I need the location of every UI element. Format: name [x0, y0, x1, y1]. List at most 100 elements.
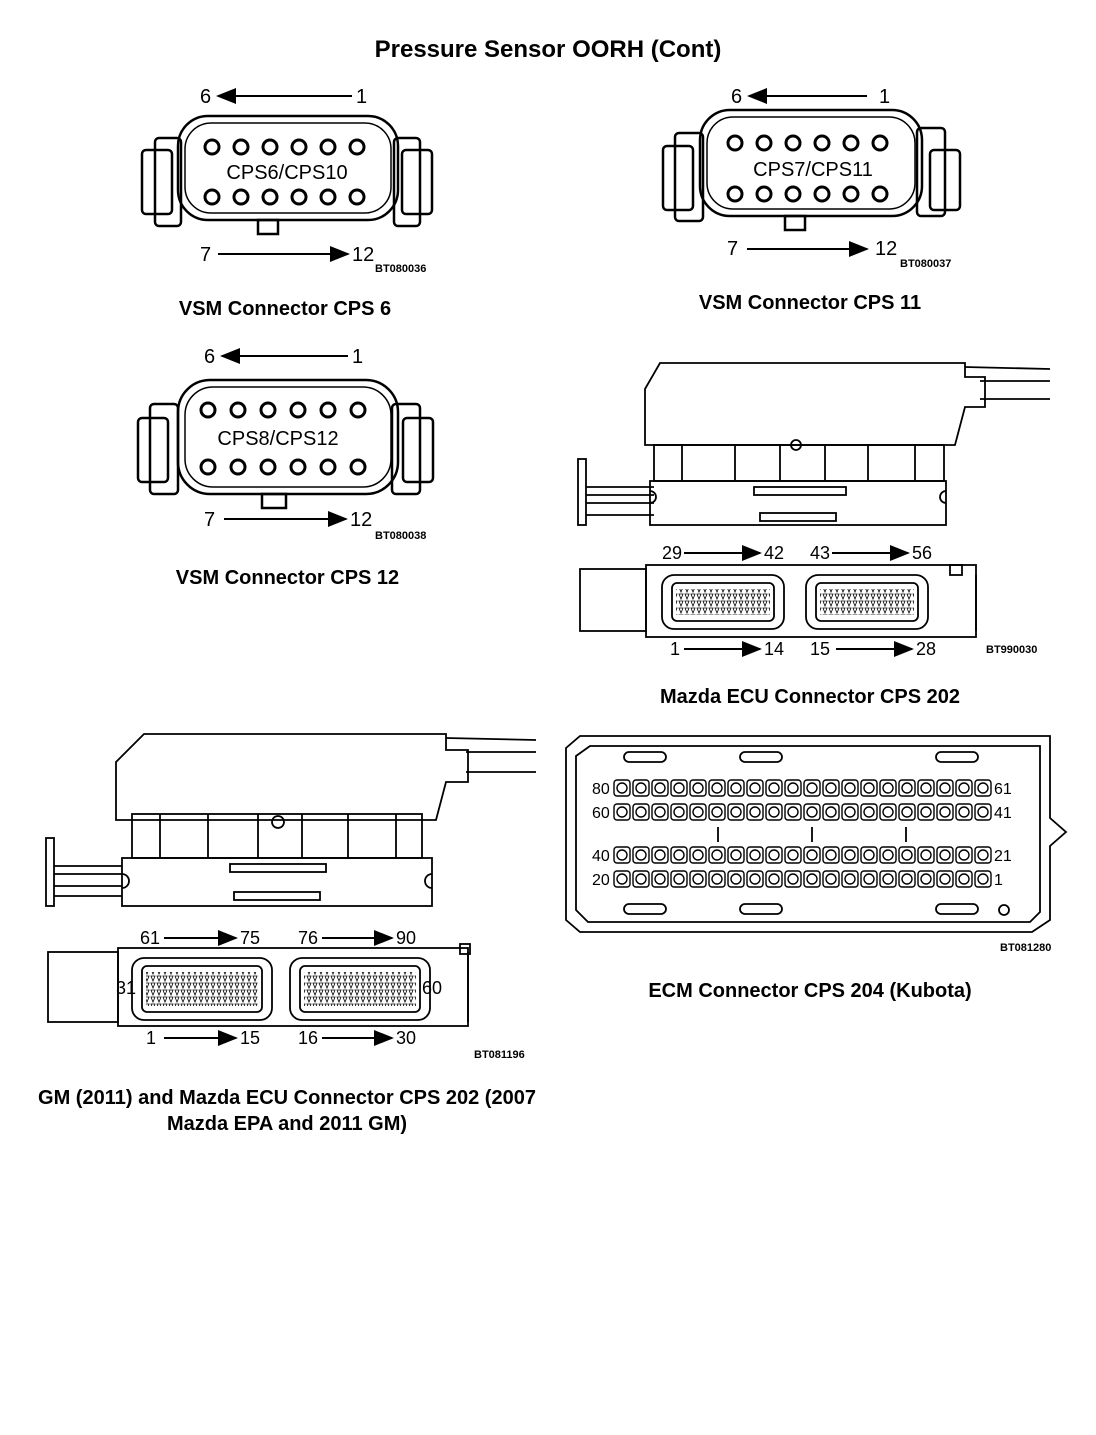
pin-label-16: 16 [298, 1028, 318, 1048]
pin-terminal [977, 873, 989, 885]
pin-cavity [803, 779, 821, 797]
pin-terminal [825, 849, 837, 861]
pin-cavity [917, 846, 935, 864]
pin-terminal [768, 806, 780, 818]
pin-label-6: 6 [204, 346, 215, 368]
pin-cavity [613, 803, 631, 821]
pin-cavity [860, 779, 878, 797]
pin-terminal [692, 806, 704, 818]
connector-label: CPS6/CPS10 [226, 162, 347, 184]
pin-cavity [632, 870, 650, 888]
pin-label-43: 43 [810, 543, 830, 563]
pin-terminal [749, 873, 761, 885]
pin-cavity [974, 779, 992, 797]
pin-terminal [616, 806, 628, 818]
pin-label-1: 1 [352, 346, 363, 368]
pin-terminal [939, 873, 951, 885]
pin-terminal [825, 806, 837, 818]
pin-cavity [822, 779, 840, 797]
connector-cps6-diagram: 6 1 CPS6/CPS10 7 12 BT080036 [140, 86, 434, 275]
pin-cavity [803, 846, 821, 864]
pin-terminal [711, 849, 723, 861]
pin-cavity [708, 803, 726, 821]
connector-cps11-diagram: 6 1 CPS7/CPS11 7 12 BT080037 [661, 86, 962, 270]
pin-label-12: 12 [875, 238, 897, 260]
pin-cavity [955, 803, 973, 821]
pin-terminal [654, 782, 666, 794]
pin-label-76: 76 [298, 928, 318, 948]
pin-cavity [955, 846, 973, 864]
pin-terminal [692, 849, 704, 861]
kubota-ecm-connector-diagram: 80 60 40 20 61 41 21 1 BT081280 [565, 735, 1068, 954]
pin-label-15: 15 [240, 1028, 260, 1048]
pin-terminal [844, 873, 856, 885]
pin-cavity [974, 846, 992, 864]
pin-terminal [654, 873, 666, 885]
caption-gm-mazda: GM (2011) and Mazda ECU Connector CPS 20… [38, 1087, 536, 1135]
pin-label-7: 7 [727, 238, 738, 260]
pin-label-1: 1 [670, 639, 680, 659]
pin-cavity [746, 803, 764, 821]
pin-terminal [787, 849, 799, 861]
caption-cps12: VSM Connector CPS 12 [175, 567, 400, 589]
pin-label-6: 6 [731, 86, 742, 108]
pin-cavity [765, 803, 783, 821]
pin-cavity [689, 870, 707, 888]
pin-label-15: 15 [810, 639, 830, 659]
pin-label-61: 61 [994, 781, 1012, 798]
pin-terminal [768, 849, 780, 861]
pin-label-7: 7 [200, 244, 211, 266]
pin-label-75: 75 [240, 928, 260, 948]
pin-label-41: 41 [994, 805, 1012, 822]
pin-terminal [749, 782, 761, 794]
pin-cavity [784, 846, 802, 864]
pin-terminal [901, 849, 913, 861]
pin-label-90: 90 [396, 928, 416, 948]
pin-label-21: 21 [994, 848, 1012, 865]
pin-cavity [879, 803, 897, 821]
pin-terminal [863, 782, 875, 794]
pin-terminal [825, 782, 837, 794]
pin-terminal [958, 849, 970, 861]
pin-label-1: 1 [356, 86, 367, 108]
pin-cavity [879, 779, 897, 797]
pin-cavity [651, 870, 669, 888]
pin-label-1: 1 [994, 872, 1003, 889]
pin-cavity [917, 870, 935, 888]
connector-label: CPS7/CPS11 [753, 159, 873, 181]
pin-cavity [651, 779, 669, 797]
pin-terminal [977, 806, 989, 818]
figure-code: BT080036 [375, 263, 426, 275]
pin-cavity [727, 846, 745, 864]
pin-cavity [765, 870, 783, 888]
pin-cavity [841, 846, 859, 864]
pin-cavity [822, 846, 840, 864]
pin-terminal [711, 873, 723, 885]
pin-terminal [901, 873, 913, 885]
pin-terminal [939, 806, 951, 818]
pin-terminal [882, 782, 894, 794]
pin-terminal [730, 873, 742, 885]
pin-label-28: 28 [916, 639, 936, 659]
pin-cavity [689, 846, 707, 864]
pin-label-60: 60 [592, 805, 610, 822]
pin-terminal [863, 806, 875, 818]
pin-label-20: 20 [592, 872, 610, 889]
gm-mazda-ecu-connector-diagram: 61 75 76 90 31 60 1 15 16 30 BT081196 [45, 733, 537, 1061]
pin-terminal [882, 849, 894, 861]
pin-cavity [613, 870, 631, 888]
pin-label-56: 56 [912, 543, 932, 563]
pin-cavity [746, 846, 764, 864]
pin-cavity [670, 846, 688, 864]
pin-cavity [917, 779, 935, 797]
pin-cavity [898, 870, 916, 888]
pin-cavity [917, 803, 935, 821]
pin-terminal [920, 782, 932, 794]
pin-cavity [841, 779, 859, 797]
pin-cavity [898, 803, 916, 821]
pin-terminal [939, 849, 951, 861]
pin-cavity [651, 846, 669, 864]
pin-terminal [806, 849, 818, 861]
pin-terminal [616, 873, 628, 885]
pin-terminal [654, 849, 666, 861]
